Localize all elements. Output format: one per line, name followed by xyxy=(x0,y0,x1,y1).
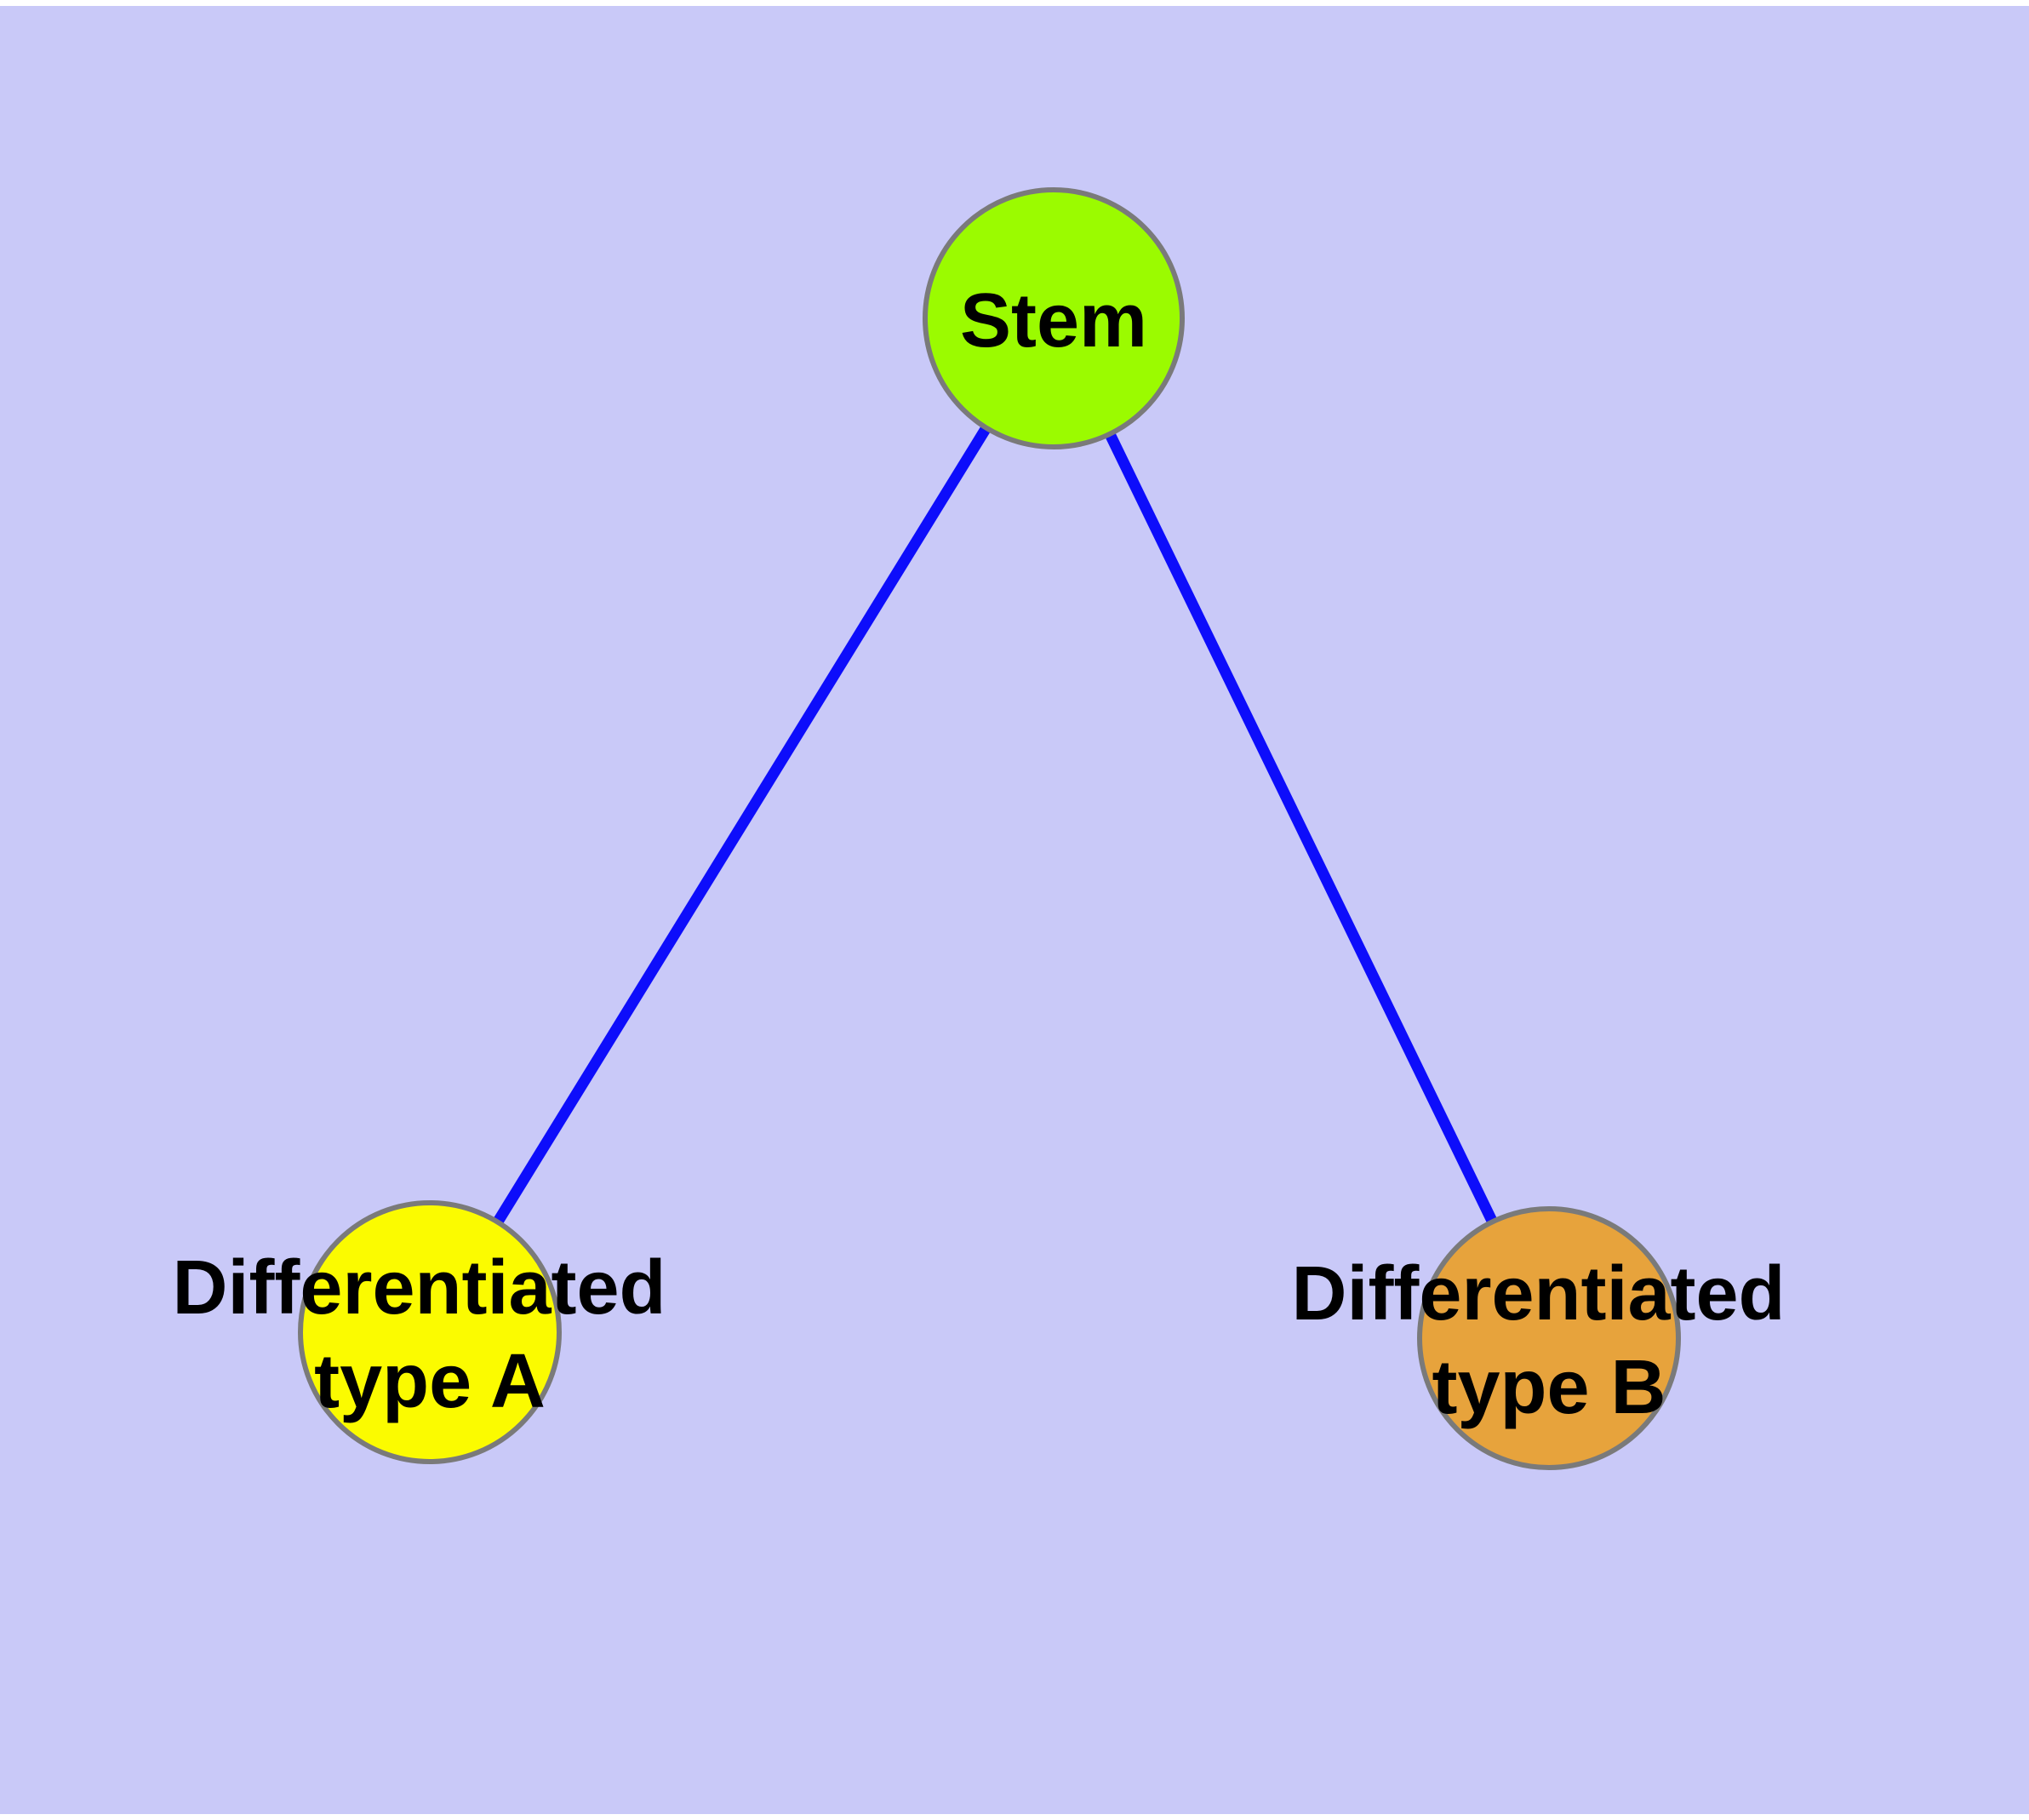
node-stem xyxy=(923,187,1185,449)
node-differentiated-type-b-label: Differentiated type B xyxy=(1291,1251,1806,1430)
node-differentiated-type-a xyxy=(298,1200,562,1464)
node-differentiated-type-b xyxy=(1417,1206,1681,1470)
node-differentiated-type-b-label-line1: Differentiated xyxy=(1291,1251,1785,1336)
node-stem-label: Stem xyxy=(960,278,1147,363)
edge-stem-to-type-b xyxy=(1049,316,1554,1341)
node-differentiated-type-b-label-line2: type B xyxy=(1432,1345,1666,1430)
node-differentiated-type-a-label-line2: type A xyxy=(314,1339,546,1424)
edge-stem-to-type-a xyxy=(425,315,1059,1336)
node-differentiated-type-a-label: Differentiated type A xyxy=(172,1245,687,1424)
node-differentiated-type-a-label-line1: Differentiated xyxy=(172,1245,666,1331)
